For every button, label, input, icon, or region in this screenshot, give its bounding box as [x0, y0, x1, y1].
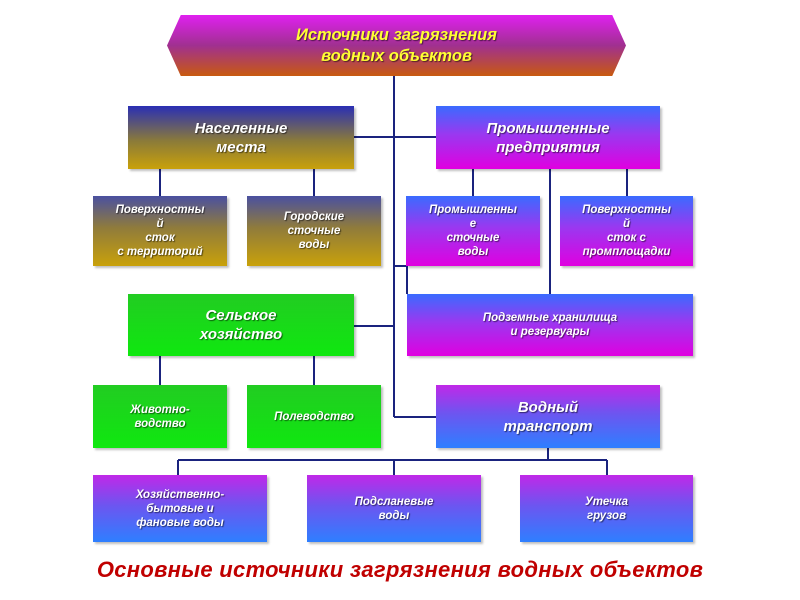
surface-runoff-territories-box: Поверхностны й сток с территорий: [93, 196, 227, 266]
industrial-enterprises-box: Промышленные предприятия: [436, 106, 660, 169]
cargo-leak-label: Утечка грузов: [584, 495, 629, 522]
underground-storage-label: Подземные хранилища и резервуары: [482, 312, 618, 338]
crop-farming-box: Полеводство: [247, 385, 381, 448]
household-wastewater-box: Хозяйственно- бытовые и фановые воды: [93, 475, 267, 542]
industrial-wastewater-box: Промышленны е сточные воды: [406, 196, 540, 266]
surface-runoff-industrial-box: Поверхностны й сток с промплощадки: [560, 196, 693, 266]
populated-places-label: Населенные места: [194, 119, 288, 156]
industrial-wastewater-label: Промышленны е сточные воды: [429, 204, 517, 258]
agriculture-label: Сельское хозяйство: [199, 307, 283, 343]
bilge-water-box: Подсланевые воды: [307, 475, 481, 542]
surface-runoff-industrial-label: Поверхностны й сток с промплощадки: [582, 204, 671, 258]
populated-places-box: Населенные места: [128, 106, 354, 169]
livestock-box: Животно- водство: [93, 385, 227, 448]
urban-wastewater-label: Городские сточные воды: [283, 211, 345, 251]
water-transport-box: Водный транспорт: [436, 385, 660, 448]
livestock-label: Животно- водство: [130, 403, 190, 430]
bilge-water-label: Подсланевые воды: [354, 495, 434, 522]
urban-wastewater-box: Городские сточные воды: [247, 196, 381, 266]
crop-farming-label: Полеводство: [274, 410, 354, 423]
underground-storage-box: Подземные хранилища и резервуары: [407, 294, 693, 356]
industrial-enterprises-label: Промышленные предприятия: [486, 119, 610, 156]
surface-runoff-territories-label: Поверхностны й сток с территорий: [115, 204, 205, 258]
agriculture-box: Сельское хозяйство: [128, 294, 354, 356]
cargo-leak-box: Утечка грузов: [520, 475, 693, 542]
household-wastewater-label: Хозяйственно- бытовые и фановые воды: [135, 488, 225, 529]
title-box: Источники загрязнения водных объектов: [167, 15, 626, 76]
title-text: Источники загрязнения водных объектов: [296, 25, 497, 65]
slide-caption: Основные источники загрязнения водных об…: [96, 557, 704, 582]
water-transport-label: Водный транспорт: [503, 398, 593, 435]
